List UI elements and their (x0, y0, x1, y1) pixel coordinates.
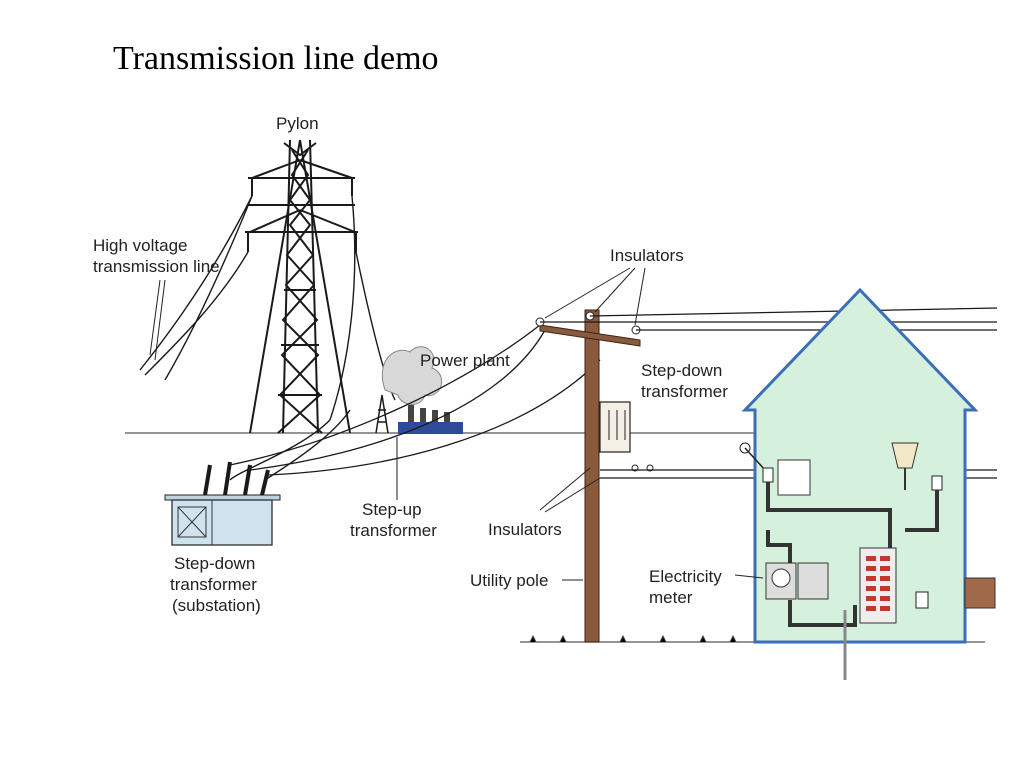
hv-leader (154, 279, 166, 361)
utility-pole (535, 309, 654, 643)
smoke (381, 346, 443, 405)
label-stepup-2: transformer (350, 521, 437, 540)
pylon (245, 139, 358, 434)
label-meter-2: meter (649, 588, 693, 607)
power-plant (381, 346, 463, 434)
substation (164, 461, 281, 546)
label-substation-3: (substation) (172, 596, 261, 615)
house (739, 287, 996, 680)
distribution-lines (229, 324, 601, 476)
insulators-leaders (539, 267, 646, 513)
power-plant-base (398, 422, 463, 434)
label-utility-pole: Utility pole (470, 571, 548, 590)
meter-leader (734, 574, 764, 579)
label-power-plant: Power plant (420, 351, 510, 370)
label-meter-1: Electricity (649, 567, 722, 586)
label-hv-line-1: High voltage (93, 236, 188, 255)
label-pylon: Pylon (276, 114, 319, 133)
high-voltage-lines (139, 195, 396, 481)
label-insulators-top: Insulators (610, 246, 684, 265)
label-stepdown-tx-2: transformer (641, 382, 728, 401)
grass (529, 634, 737, 643)
label-substation-1: Step-down (174, 554, 255, 573)
label-hv-line-2: transmission line (93, 257, 220, 276)
label-stepup-1: Step-up (362, 500, 422, 519)
breaker-panel (859, 547, 897, 624)
label-substation-2: transformer (170, 575, 257, 594)
label-stepdown-tx-1: Step-down (641, 361, 722, 380)
label-insulators-bottom: Insulators (488, 520, 562, 539)
step-up-transformer-tower (375, 394, 389, 434)
diagram-title: Transmission line demo (113, 40, 439, 77)
